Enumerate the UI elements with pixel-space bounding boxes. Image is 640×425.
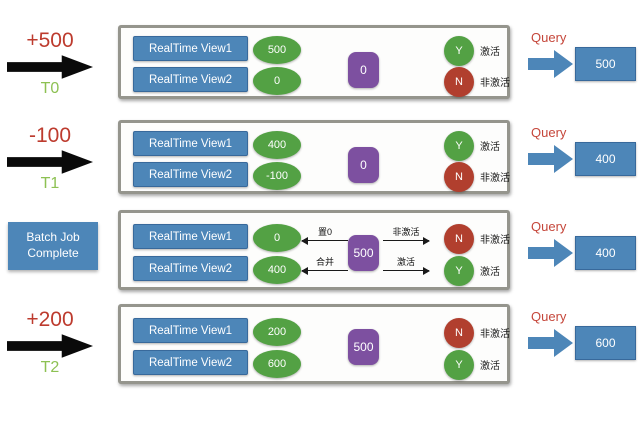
view1-value: 0 — [253, 224, 301, 252]
query-result: 400 — [575, 142, 636, 176]
view2-value: -100 — [253, 162, 301, 190]
event-time: T2 — [40, 359, 60, 376]
query-result: 500 — [575, 47, 636, 81]
query-result: 600 — [575, 326, 636, 360]
flag-label: 激活 — [480, 361, 500, 372]
batch-value: 500 — [348, 235, 379, 271]
flag-label: 非激活 — [480, 78, 510, 89]
flag-label: 非激活 — [480, 235, 510, 246]
flag-label: 激活 — [480, 267, 500, 278]
query-label: Query — [531, 125, 567, 140]
query-arrow-icon — [528, 239, 573, 267]
realtime-view2-box: RealTime View2 — [133, 256, 248, 281]
merge-arrow-label: 合并 — [315, 257, 334, 267]
view2-value: 0 — [253, 67, 301, 95]
flag-label: 激活 — [480, 142, 500, 153]
realtime-view1-box: RealTime View1 — [133, 224, 248, 249]
flag-circle: Y — [444, 131, 474, 161]
event-label-t1: -100 T1 — [6, 125, 94, 193]
view1-value: 200 — [253, 318, 301, 346]
view1-value: 500 — [253, 36, 301, 64]
view2-value: 600 — [253, 350, 301, 378]
realtime-view2-box: RealTime View2 — [133, 162, 248, 187]
left-arrow-icon — [301, 237, 348, 245]
flag-label: 非激活 — [480, 329, 510, 340]
right-arrow-icon — [383, 237, 430, 245]
event-time: T0 — [40, 80, 60, 97]
merge-arrow-label: 激活 — [396, 257, 415, 267]
realtime-view1-box: RealTime View1 — [133, 36, 248, 61]
flag-circle: Y — [444, 256, 474, 286]
right-arrow-icon — [383, 267, 430, 275]
flag-circle: Y — [444, 36, 474, 66]
batch-value: 0 — [348, 147, 379, 183]
event-delta: +500 — [26, 29, 74, 52]
query-arrow-icon — [528, 50, 573, 78]
realtime-view1-box: RealTime View1 — [133, 318, 248, 343]
flag-circle: Y — [444, 350, 474, 380]
event-arrow-icon — [7, 334, 93, 358]
merge-arrow-label: 非激活 — [392, 227, 420, 237]
view1-value: 400 — [253, 131, 301, 159]
merge-arrow-inactive: 非激活 — [383, 227, 430, 245]
view2-value: 400 — [253, 256, 301, 284]
merge-arrow-label: 置0 — [317, 227, 332, 237]
query-label: Query — [531, 309, 567, 324]
state-box: RealTime View1 RealTime View2 0 400 置0 合… — [118, 210, 510, 290]
realtime-view2-box: RealTime View2 — [133, 350, 248, 375]
flag-circle: N — [444, 318, 474, 348]
event-delta: -100 — [28, 124, 72, 147]
query-arrow-icon — [528, 329, 573, 357]
state-box: RealTime View1 RealTime View2 200 600 50… — [118, 304, 510, 384]
event-delta: +200 — [26, 308, 74, 331]
batch-job-complete-box: Batch Job Complete — [8, 222, 98, 270]
realtime-view1-box: RealTime View1 — [133, 131, 248, 156]
query-label: Query — [531, 219, 567, 234]
event-arrow-icon — [7, 150, 93, 174]
event-label-t0: +500 T0 — [6, 30, 94, 98]
flag-circle: N — [444, 162, 474, 192]
event-arrow-icon — [7, 55, 93, 79]
batch-value: 0 — [348, 52, 379, 88]
merge-arrow-active: 激活 — [383, 257, 430, 275]
flag-label: 激活 — [480, 47, 500, 58]
left-arrow-icon — [301, 267, 348, 275]
query-arrow-icon — [528, 145, 573, 173]
event-time: T1 — [40, 175, 60, 192]
flag-circle: N — [444, 67, 474, 97]
realtime-view2-box: RealTime View2 — [133, 67, 248, 92]
query-label: Query — [531, 30, 567, 45]
flag-label: 非激活 — [480, 173, 510, 184]
state-box: RealTime View1 RealTime View2 500 0 0 Y … — [118, 25, 510, 99]
event-label-t2: +200 T2 — [6, 309, 94, 377]
state-box: RealTime View1 RealTime View2 400 -100 0… — [118, 120, 510, 194]
flag-circle: N — [444, 224, 474, 254]
batch-value: 500 — [348, 329, 379, 365]
merge-arrow-merge: 合并 — [301, 257, 348, 275]
merge-arrow-set-zero: 置0 — [301, 227, 348, 245]
query-result: 400 — [575, 236, 636, 270]
